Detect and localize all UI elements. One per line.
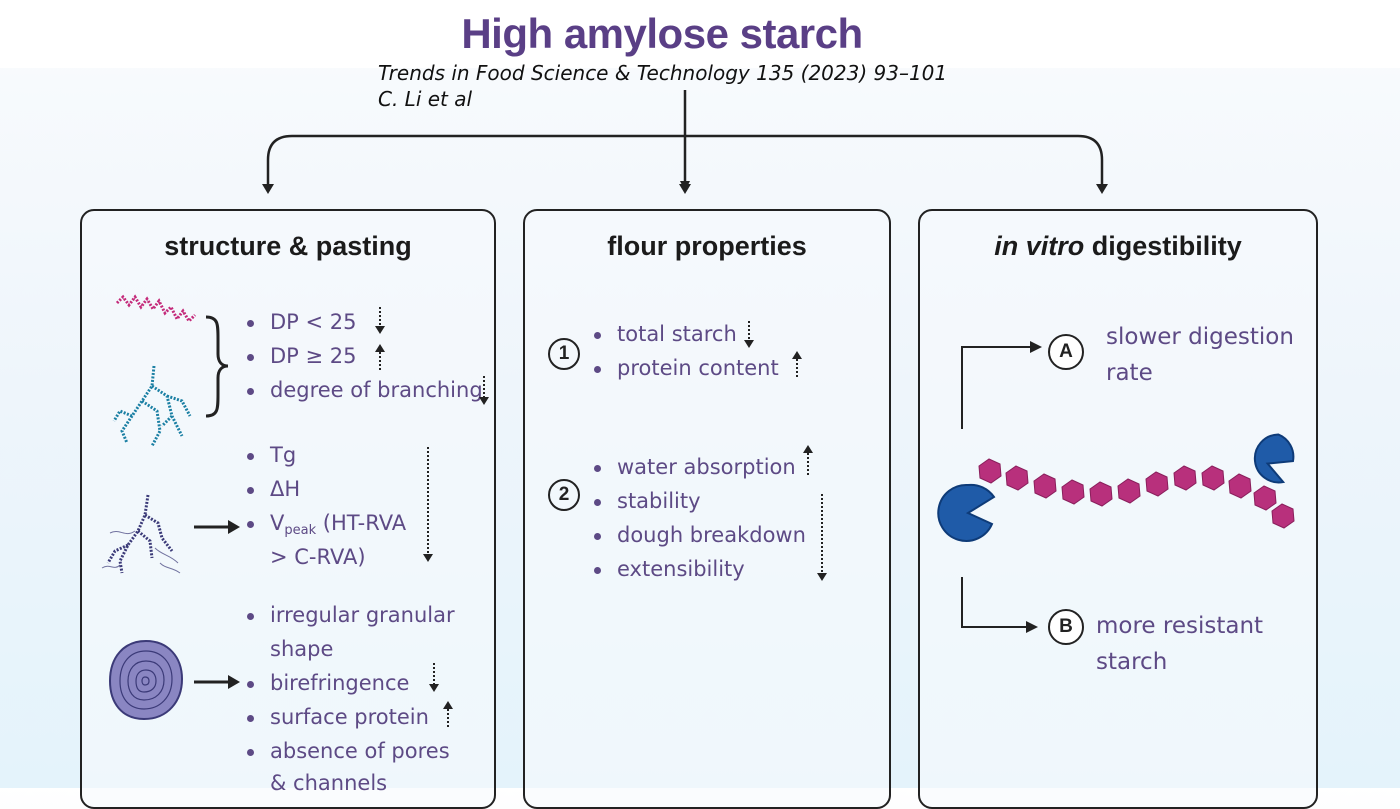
result-resistant-starch: more resistant starch xyxy=(1096,613,1264,675)
bullet-delta-h: ΔH xyxy=(247,477,300,501)
arrow-to-b-icon xyxy=(961,577,1038,633)
amylose-chain-icon xyxy=(115,294,197,324)
bullet-absence-pores: absence of pores xyxy=(247,739,450,763)
arrow-up-dotted-icon xyxy=(443,701,453,729)
label-a-badge: A xyxy=(1048,334,1084,370)
citation-journal: Trends in Food Science & Technology 135 … xyxy=(378,61,948,85)
arrow-down-dotted-icon xyxy=(479,376,489,405)
arrow-down-dotted-icon xyxy=(375,307,385,334)
result-slower-digestion: slower digestion rate xyxy=(1106,324,1294,386)
right-arrow-icon xyxy=(194,520,240,534)
starch-granule-icon xyxy=(108,639,184,721)
bullet-dough-breakdown: dough breakdown xyxy=(594,523,806,547)
bullet-water-absorption: water absorption xyxy=(594,455,796,479)
arrow-down-dotted-icon xyxy=(429,663,439,692)
citation-authors: C. Li et al xyxy=(378,87,473,111)
bullet-total-starch: total starch xyxy=(594,322,737,346)
arrow-up-dotted-icon xyxy=(792,351,802,379)
bullet-irregular-shape-line2: shape xyxy=(270,637,334,661)
bullet-tg: Tg xyxy=(247,443,296,467)
panel-title-flour: flour properties xyxy=(607,231,807,261)
gelatinized-starch-icon xyxy=(101,494,181,574)
connector-arrows xyxy=(262,90,1108,194)
bullet-dp-ge-25: DP ≥ 25 xyxy=(247,344,357,368)
arrow-down-dotted-icon xyxy=(817,494,827,581)
bullet-protein-content: protein content xyxy=(594,356,779,380)
enzyme-right-icon xyxy=(1253,433,1295,484)
arrow-down-dotted-icon xyxy=(744,321,754,348)
citation: Trends in Food Science & Technology 135 … xyxy=(378,60,947,112)
marker-2: 2 xyxy=(548,479,580,511)
arrow-to-a-icon xyxy=(961,341,1042,429)
bullet-degree-branching: degree of branching xyxy=(247,378,483,402)
bullet-vpeak-line2: > C-RVA) xyxy=(270,545,366,569)
panel-title-digestibility: in vitro digestibility xyxy=(994,231,1242,261)
connector-mid-arrowhead xyxy=(679,184,691,194)
arrow-down-dotted-icon xyxy=(423,447,433,562)
right-arrow-icon xyxy=(194,675,240,689)
bullet-stability: stability xyxy=(594,489,701,513)
arrow-up-dotted-icon xyxy=(375,344,385,372)
amylopectin-branch-icon xyxy=(112,365,192,447)
panel-flour-properties: flour properties 1 total starch protein … xyxy=(523,209,891,809)
header-background xyxy=(0,0,1400,68)
marker-1: 1 xyxy=(548,338,580,370)
panel-structure-pasting: structure & pasting DP < 25 DP ≥ 25 degr… xyxy=(80,209,496,809)
bullet-dp-lt-25: DP < 25 xyxy=(247,310,357,334)
connector-bracket xyxy=(266,134,1104,186)
curly-brace-icon xyxy=(205,315,229,418)
bullet-irregular-shape: irregular granular xyxy=(247,603,455,627)
enzyme-left-icon xyxy=(937,483,996,542)
page-title: High amylose starch xyxy=(461,10,863,57)
panel-in-vitro-digestibility: in vitro digestibility A slower digestio… xyxy=(918,209,1318,809)
panel-title-structure: structure & pasting xyxy=(164,231,412,261)
label-b-badge: B xyxy=(1048,609,1084,645)
bullet-absence-pores-line2: & channels xyxy=(270,771,388,795)
starch-chain-digestion-icon xyxy=(937,433,1295,542)
bullet-surface-protein: surface protein xyxy=(247,705,429,729)
bullet-birefringence: birefringence xyxy=(247,671,409,695)
connector-left-arrowhead xyxy=(262,184,274,194)
connector-right-arrowhead xyxy=(1096,184,1108,194)
bullet-vpeak: Vpeak (HT-RVA xyxy=(247,511,406,538)
arrow-up-dotted-icon xyxy=(803,445,813,477)
bullet-extensibility: extensibility xyxy=(594,557,745,581)
